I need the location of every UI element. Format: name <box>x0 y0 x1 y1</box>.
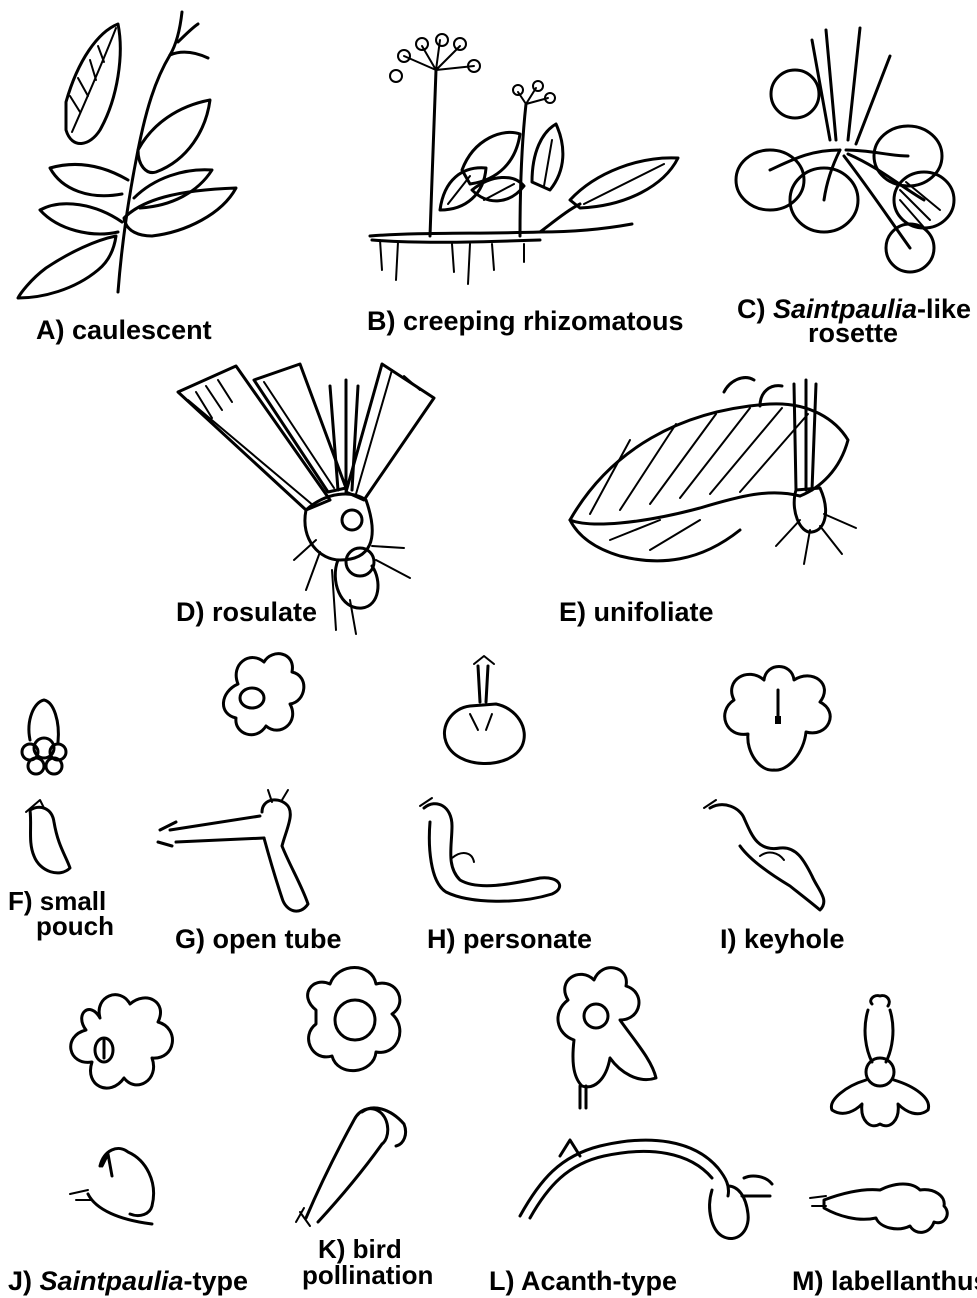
drawing-bird-pollination <box>296 968 406 1227</box>
drawing-caulescent <box>18 12 236 298</box>
label-saintpaulia-rosette-line2: rosette <box>808 318 898 348</box>
label-bird-pollination-line2: pollination <box>302 1260 433 1290</box>
drawing-saintpaulia-rosette <box>736 28 954 272</box>
label-small-pouch-line2: pouch <box>36 911 114 941</box>
label-acanth-type: L) Acanth-type <box>489 1266 677 1296</box>
drawing-creeping-rhizomatous <box>370 34 678 284</box>
label-personate: H) personate <box>427 924 592 954</box>
label-rosulate: D) rosulate <box>176 597 317 627</box>
label-caulescent: A) caulescent <box>36 315 212 345</box>
drawing-saintpaulia-type <box>70 995 172 1224</box>
drawing-labellanthus <box>810 996 947 1233</box>
label-creeping-rhizomatous: B) creeping rhizomatous <box>367 306 684 336</box>
drawing-keyhole <box>704 667 830 911</box>
label-unifoliate: E) unifoliate <box>559 597 714 627</box>
drawing-small-pouch <box>22 700 70 873</box>
label-keyhole: I) keyhole <box>720 924 845 954</box>
drawing-unifoliate <box>570 378 856 564</box>
label-saintpaulia-type: J) Saintpaulia-type <box>8 1266 248 1296</box>
label-open-tube: G) open tube <box>175 924 342 954</box>
drawing-open-tube <box>158 654 308 911</box>
drawing-personate <box>420 656 560 901</box>
label-labellanthus: M) labellanthus <box>792 1266 977 1296</box>
drawing-acanth-type <box>520 968 772 1239</box>
drawing-rosulate <box>178 364 434 634</box>
